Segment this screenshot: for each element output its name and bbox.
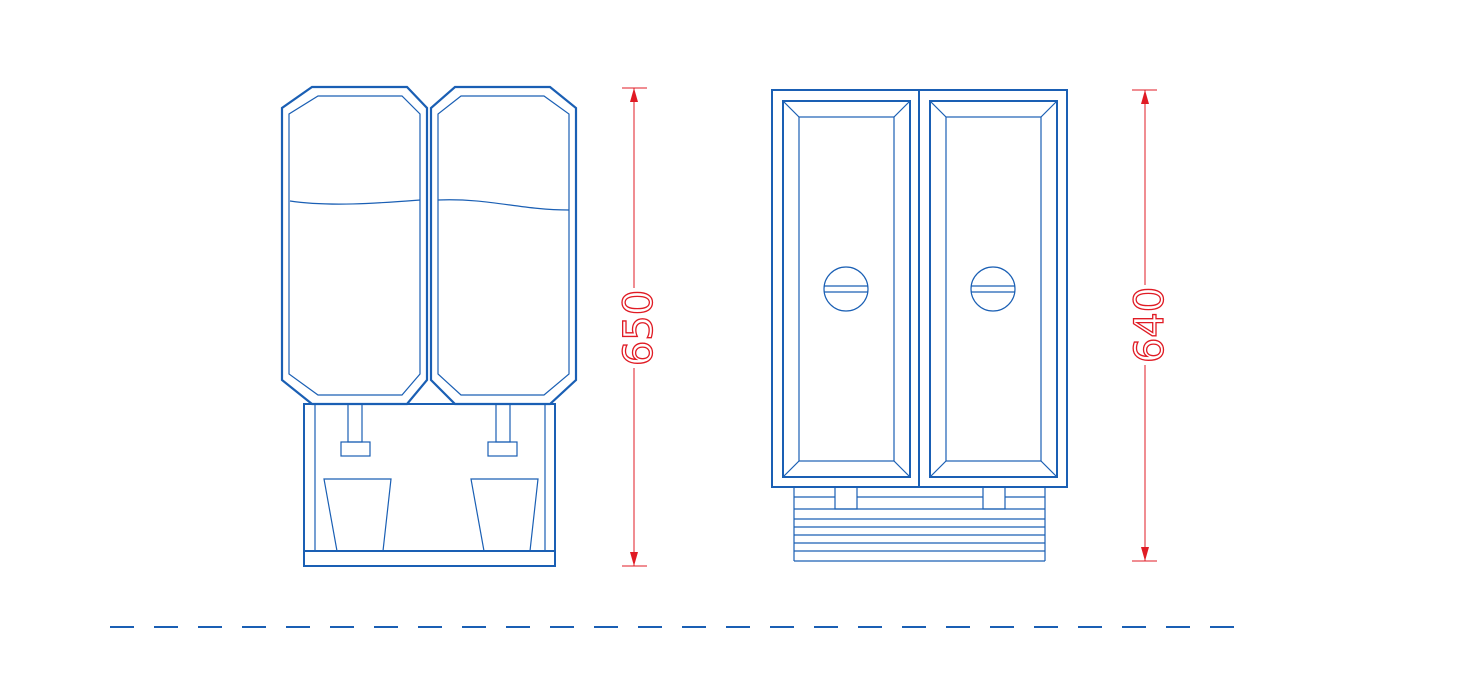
left-tank-liquid-line [289,199,421,205]
dimension-label-650: 650 [616,290,662,366]
right-door-bevel [929,460,947,478]
cabinet-plinth [793,486,1046,562]
left-door-frame [782,100,911,478]
cabinet-front-view [771,89,1068,562]
left-plinth-block [834,486,858,510]
dimension-right: 640 [1126,89,1174,562]
left-cup [323,478,392,552]
dimension-left: 650 [615,87,663,567]
left-tank-inner [288,95,421,396]
arrow-top [630,88,638,102]
right-plinth-block [982,486,1006,510]
right-tank-inner [437,95,570,396]
dispenser-front-view [280,85,578,567]
right-cup [470,478,539,552]
right-tap-stem [495,403,511,443]
right-tank-outline [429,85,578,406]
left-door-bevel [893,100,911,118]
right-tank-liquid-line [437,199,570,211]
right-door-bevel [1040,100,1058,118]
left-door-bevel [782,460,800,478]
right-door-bevel [1040,460,1058,478]
left-tap-nozzle [340,441,371,457]
right-door-frame [929,100,1058,478]
dimension-label-640: 640 [1127,287,1173,363]
arrow-bottom [1141,547,1149,561]
right-door-panel [945,116,1042,462]
left-door-knob [823,266,869,312]
cabinet-frame [303,403,556,567]
left-tap-stem [347,403,363,443]
left-door-bevel [893,460,911,478]
left-door-panel [798,116,895,462]
left-tank-outline [280,85,429,406]
left-door-bevel [782,100,800,118]
right-tap-nozzle [487,441,518,457]
right-door-knob [970,266,1016,312]
arrow-top [1141,90,1149,104]
right-door-bevel [929,100,947,118]
arrow-bottom [630,552,638,566]
